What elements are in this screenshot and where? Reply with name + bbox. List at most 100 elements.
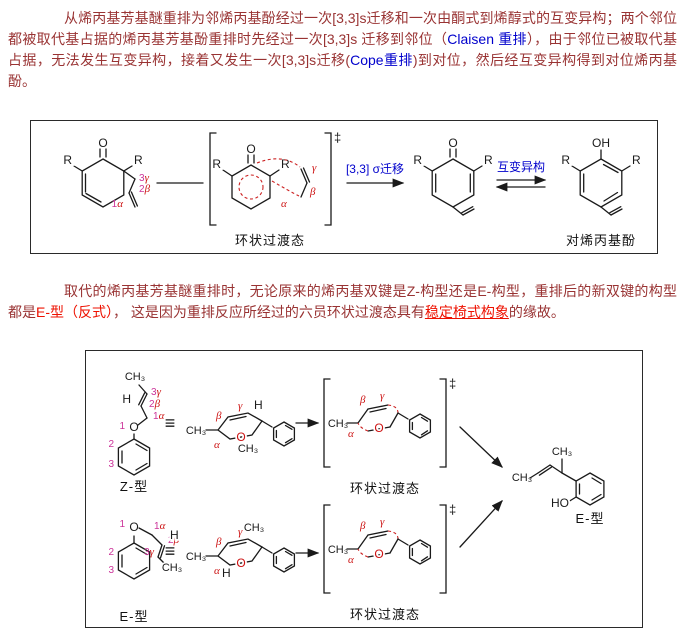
r-group: R xyxy=(134,153,143,167)
forming-bond xyxy=(256,158,301,168)
beta-label: β xyxy=(309,186,316,198)
equivalence-sign: ≡ xyxy=(165,541,176,561)
scheme1-diagram: O R R 3γ 2β 1α O R R γ β α ‡ xyxy=(62,130,643,248)
methyl-group: CH₃ xyxy=(328,418,348,430)
claisen-term: Claisen 重排 xyxy=(447,31,527,47)
methyl-group: CH₃ xyxy=(162,562,182,574)
e-product-caption: E-型 xyxy=(575,511,604,526)
bracket-right xyxy=(324,132,332,226)
alpha-label: α xyxy=(214,439,220,451)
position-number: 2 xyxy=(108,547,114,558)
r-group: R xyxy=(413,153,422,167)
methyl-group: CH₃ xyxy=(125,371,145,383)
r-group: R xyxy=(281,157,290,171)
r-group: R xyxy=(632,153,641,167)
text-segment: )到对位，然后经互变异构得到对位烯丙基酚。 xyxy=(8,52,678,89)
z-isomer-caption: Z-型 xyxy=(120,479,148,494)
forming-bond xyxy=(387,404,399,414)
gamma-label: γ xyxy=(380,516,385,528)
chain-label-3-gamma: 3γ xyxy=(139,172,150,184)
position-number: 1 xyxy=(112,199,118,210)
position-number: 2 xyxy=(168,535,174,546)
chain-label-1-alpha: 1α xyxy=(112,198,124,210)
bracket-left xyxy=(323,378,331,468)
alpha-label: α xyxy=(348,428,354,440)
molecule-e-product: CH₃ CH₃ HO E-型 xyxy=(510,445,605,526)
converging-arrow-top xyxy=(459,426,503,468)
equivalence-sign: ≡ xyxy=(165,413,176,433)
transition-state-z: CH₃ O γ β α ‡ xyxy=(323,376,456,468)
chair-conformer-e: CH₃ O γ β α CH₃ H xyxy=(184,521,296,582)
chain-label-3-gamma: 3γ xyxy=(144,546,155,558)
molecule-z-ether: O 1 2 3 1α 2β 3γ H CH₃ Z-型 xyxy=(108,370,165,495)
oxygen-atom: O xyxy=(374,547,383,561)
scheme2-box: O 1 2 3 1α 2β 3γ H CH₃ Z-型 ≡ CH₃ O γ β α… xyxy=(85,350,643,628)
text-segment: 从烯丙基芳基醚重排为邻烯丙基酚经过一次[3,3]s迁移和一次由酮式到烯醇式的互变… xyxy=(8,10,677,47)
position-number: 3 xyxy=(108,459,114,470)
methyl-group: CH₃ xyxy=(512,472,532,484)
breaking-bond xyxy=(271,180,300,197)
beta-label: β xyxy=(144,183,151,195)
gamma-label: γ xyxy=(380,390,385,402)
oxygen-atom: O xyxy=(236,556,245,570)
position-number: 1 xyxy=(119,421,125,432)
chain-label-1-alpha: 1α xyxy=(153,410,165,422)
ts-caption-top: 环状过渡态 xyxy=(350,481,420,496)
ts-caption: 环状过渡态 xyxy=(235,233,305,248)
molecule-e-ether: O 1 2 3 1α 2β 3γ H CH₃ E-型 xyxy=(108,518,183,624)
chain-label-2-beta: 2β xyxy=(139,183,151,195)
alpha-label: α xyxy=(117,198,123,210)
beta-label: β xyxy=(215,536,222,548)
position-number: 1 xyxy=(119,519,125,530)
hydroxyl-group: OH xyxy=(592,136,610,150)
gamma-label: γ xyxy=(157,386,162,398)
methyl-group: CH₃ xyxy=(552,446,572,458)
position-number: 3 xyxy=(108,565,114,576)
oxygen-atom: O xyxy=(129,420,138,434)
hydrogen-atom: H xyxy=(254,398,263,412)
double-dagger: ‡ xyxy=(449,502,456,517)
position-number: 2 xyxy=(139,184,145,195)
oxygen-atom: O xyxy=(236,430,245,444)
delocalization-circle xyxy=(238,174,264,200)
chain-label-1-alpha: 1α xyxy=(154,520,166,532)
position-number: 3 xyxy=(144,547,150,558)
alpha-label: α xyxy=(214,565,220,577)
chair-conformation-highlight: 稳定椅式构象 xyxy=(424,304,509,320)
r-group: R xyxy=(561,153,570,167)
molecule-ortho-allyl-dienone: O R R 3γ 2β 1α xyxy=(62,134,151,210)
methyl-group: CH₃ xyxy=(244,522,264,534)
beta-label: β xyxy=(173,534,180,546)
chair-conformer-z: CH₃ O γ β α H CH₃ xyxy=(184,396,296,457)
breaking-bond xyxy=(357,548,369,558)
paragraph-stereo: 取代的烯丙基芳基醚重排时，无论原来的烯丙基双键是Z-构型还是E-构型，重排后的新… xyxy=(8,281,677,323)
beta-label: β xyxy=(154,398,161,410)
hydrogen-atom: H xyxy=(170,528,179,542)
breaking-bond xyxy=(357,422,369,432)
scheme2-diagram: O 1 2 3 1α 2β 3γ H CH₃ Z-型 ≡ CH₃ O γ β α… xyxy=(108,370,605,624)
gamma-label: γ xyxy=(238,400,243,412)
oxygen-atom: O xyxy=(129,520,138,534)
oxygen-atom: O xyxy=(98,136,107,150)
gamma-label: γ xyxy=(238,526,243,538)
alpha-label: α xyxy=(160,520,166,532)
beta-label: β xyxy=(215,410,222,422)
position-number: 1 xyxy=(153,411,159,422)
product-caption: 对烯丙基酚 xyxy=(566,233,636,248)
converging-arrow-bottom xyxy=(459,500,503,548)
double-dagger: ‡ xyxy=(334,130,341,145)
bracket-left xyxy=(209,132,217,226)
tautomerization-label: 互变异构 xyxy=(497,159,545,174)
position-number: 2 xyxy=(149,399,155,410)
bracket-left xyxy=(323,504,331,594)
forming-bond xyxy=(387,530,399,540)
paragraph-intro: 从烯丙基芳基醚重排为邻烯丙基酚经过一次[3,3]s迁移和一次由酮式到烯醇式的互变… xyxy=(8,8,677,92)
gamma-label: γ xyxy=(150,546,155,558)
oxygen-atom: O xyxy=(246,142,255,156)
methyl-group: CH₃ xyxy=(238,443,258,455)
position-number: 3 xyxy=(139,173,145,184)
ts-caption-bottom: 环状过渡态 xyxy=(350,607,420,622)
transition-state-1: O R R γ β α ‡ xyxy=(209,130,341,226)
tautomerization-arrow: 互变异构 xyxy=(495,159,547,192)
text-segment: 取代的烯丙基芳基醚重排时，无论原来的烯丙基双键是Z-构型还是E-构型，重排后的新… xyxy=(8,283,677,320)
